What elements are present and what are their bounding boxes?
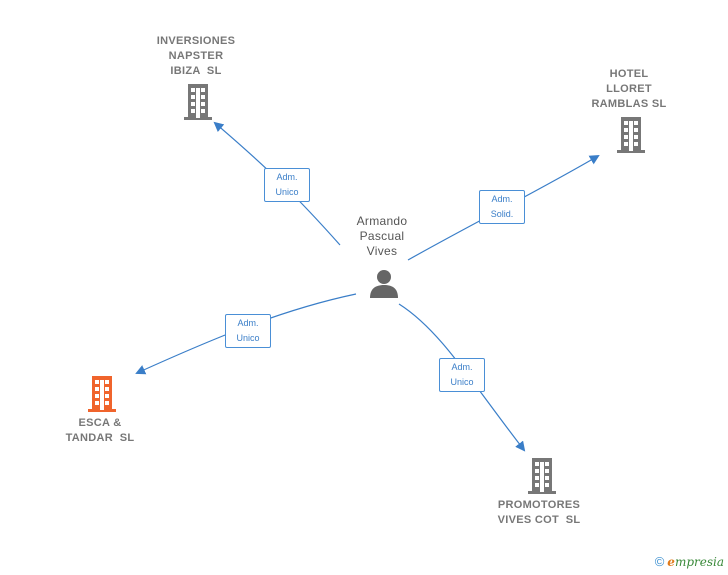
company-esca-line-2: TANDAR SL	[65, 432, 135, 444]
building-icon[interactable]	[615, 117, 647, 153]
building-icon[interactable]	[86, 376, 118, 412]
brand-logo: empresia	[667, 555, 724, 569]
relation-role: Adm.	[491, 194, 513, 204]
relation-type: Solid.	[490, 209, 514, 219]
person-name: Armando Pascual Vives	[312, 214, 452, 259]
company-promotores-label[interactable]: PROMOTORES VIVES COT SL	[469, 498, 609, 528]
brand-footer[interactable]: © empresia	[655, 554, 724, 569]
company-inversiones-line-2: NAPSTER	[168, 50, 224, 62]
relation-badge-esca[interactable]: Adm. Unico	[225, 314, 271, 348]
relation-type: Unico	[275, 187, 299, 197]
person-icon[interactable]	[368, 268, 400, 300]
relation-badge-inversiones[interactable]: Adm. Unico	[264, 168, 310, 202]
company-hotel-label[interactable]: HOTEL LLORET RAMBLAS SL	[559, 67, 699, 112]
company-inversiones-line-1: INVERSIONES	[156, 35, 236, 47]
company-hotel-line-1: HOTEL	[609, 68, 649, 80]
company-hotel-line-2: LLORET	[606, 83, 652, 95]
company-inversiones-label[interactable]: INVERSIONES NAPSTER IBIZA SL	[126, 34, 266, 79]
brand-initial: e	[667, 554, 675, 569]
person-name-line-3: Vives	[366, 244, 398, 258]
relation-role: Adm.	[451, 362, 473, 372]
brand-rest: mpresia	[674, 554, 724, 569]
relation-type: Unico	[450, 377, 474, 387]
relation-role: Adm.	[237, 318, 259, 328]
relation-badge-promotores[interactable]: Adm. Unico	[439, 358, 485, 392]
person-name-line-1: Armando	[356, 214, 408, 228]
relation-role: Adm.	[276, 172, 298, 182]
relation-badge-hotel[interactable]: Adm. Solid.	[479, 190, 525, 224]
building-icon[interactable]	[526, 458, 558, 494]
building-icon[interactable]	[182, 84, 214, 120]
company-promotores-line-1: PROMOTORES	[497, 499, 581, 511]
company-inversiones-line-3: IBIZA SL	[170, 65, 222, 77]
company-esca-label[interactable]: ESCA & TANDAR SL	[30, 416, 170, 446]
person-name-line-2: Pascual	[359, 229, 405, 243]
company-promotores-line-2: VIVES COT SL	[497, 514, 581, 526]
relation-type: Unico	[236, 333, 260, 343]
company-hotel-line-3: RAMBLAS SL	[591, 98, 667, 110]
company-esca-line-1: ESCA &	[78, 417, 122, 429]
copyright-icon: ©	[654, 554, 665, 569]
